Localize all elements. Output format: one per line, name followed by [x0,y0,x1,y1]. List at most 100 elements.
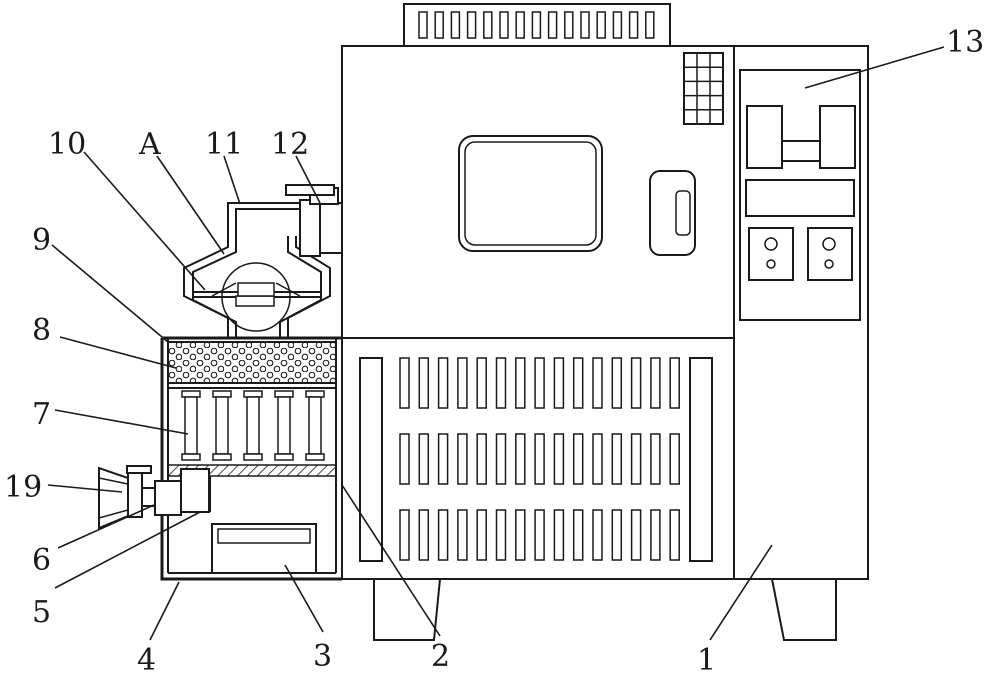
lower-vent-slot [650,357,661,409]
fan-assembly [98,465,210,530]
lower-vent-slot [399,433,410,485]
lower-vent-slot [553,509,565,561]
lower-vent-slot [611,509,623,561]
label-11: 11 [205,127,243,162]
label-12: 12 [271,127,309,162]
lower-vent-slot [399,509,410,561]
door-handle [649,170,696,256]
top-vent-slot [580,11,590,39]
label-5: 5 [32,595,51,630]
label-2: 2 [431,639,450,674]
lower-vent-slot [572,357,584,409]
lower-vent-slot [553,433,565,485]
control-panel [739,69,861,321]
top-vent-slot [612,11,623,39]
lower-vent-slot [611,357,623,409]
filter-roll [246,396,260,455]
top-vent-slot [466,11,477,39]
lower-vent-slot [495,433,507,485]
lower-vent-slot [650,509,661,561]
lower-vent-slot [650,433,661,485]
lower-vent-slot [495,357,507,409]
leader-lines [47,46,945,641]
lower-vent-slot [437,433,449,485]
top-vent-slot [628,11,639,39]
label-3: 3 [313,639,332,674]
top-vent-slot [531,11,542,39]
label-4: 4 [137,643,156,678]
lower-vent-slot [437,357,449,409]
label-6: 6 [32,543,51,578]
lower-vent-slot [553,357,565,409]
top-vent-slot [450,11,461,39]
lower-vent-slot [418,433,430,485]
lower-vent-slot [534,357,545,409]
lower-vent-slot [534,509,545,561]
lower-vent-slot [457,433,468,485]
filter-roll-cap [212,390,232,398]
filter-roll [215,396,229,455]
lower-vent-slot [457,509,468,561]
lower-vent-slot [592,357,603,409]
filter-roll-cap [305,390,325,398]
filter-roll-cap [274,453,294,461]
lower-vent-slot [592,509,603,561]
top-vent-slot [515,11,525,39]
lower-vent-slot [630,509,642,561]
lower-vent-slot [630,433,642,485]
top-vent-slot [596,11,606,39]
exhaust-fan [285,184,343,257]
lower-vent-slot [418,509,430,561]
lower-vent-slot [669,509,680,561]
lower-vent-slot [630,357,642,409]
lower-vent-slot [418,357,430,409]
lower-vent-slot [669,357,680,409]
lower-vent-slot [495,509,507,561]
lower-vent-slot [669,433,680,485]
lower-vent-slot [476,509,487,561]
filter-roll-cap [212,453,232,461]
top-vent-slot [483,11,493,39]
label-9: 9 [32,223,51,258]
main-cabinet [341,45,869,580]
label-10: 10 [48,127,86,162]
label-8: 8 [32,313,51,348]
label-19: 19 [4,470,42,505]
top-vent-slot [499,11,509,39]
lower-vent-slot [515,433,526,485]
lower-vent-panel [359,357,713,562]
lower-vent-slot [476,357,487,409]
lower-vent-slot [515,509,526,561]
lower-vent-slot [437,509,449,561]
filter-roll-cap [181,453,201,461]
lower-vent-slot [592,433,603,485]
label-7: 7 [32,397,51,432]
filter-roll-cap [243,390,263,398]
support-feet [373,578,837,641]
top-vent-slot [418,11,428,39]
lower-vent-slot [457,357,468,409]
treatment-box [160,336,342,581]
lower-vent-slot [572,433,584,485]
label-13: 13 [946,25,984,60]
filter-roll-cap [243,453,263,461]
filter-roll [308,396,322,455]
filter-roll-cap [305,453,325,461]
filter-roll [277,396,291,455]
exhaust-hood [183,202,331,338]
observation-window [458,135,603,252]
top-vent-slot [547,11,558,39]
top-vent-slot [434,11,444,39]
top-vent [403,3,671,47]
lower-vent-slot [611,433,623,485]
filter-roll-cap [274,390,294,398]
filter-roll [184,396,198,455]
grid-vent [683,52,724,125]
top-vent-slot [645,11,655,39]
top-vent-slot [564,11,574,39]
label-A: A [138,127,161,162]
lower-vent-slot [399,357,410,409]
lower-vent-slot [476,433,487,485]
lower-vent-slot [534,433,545,485]
